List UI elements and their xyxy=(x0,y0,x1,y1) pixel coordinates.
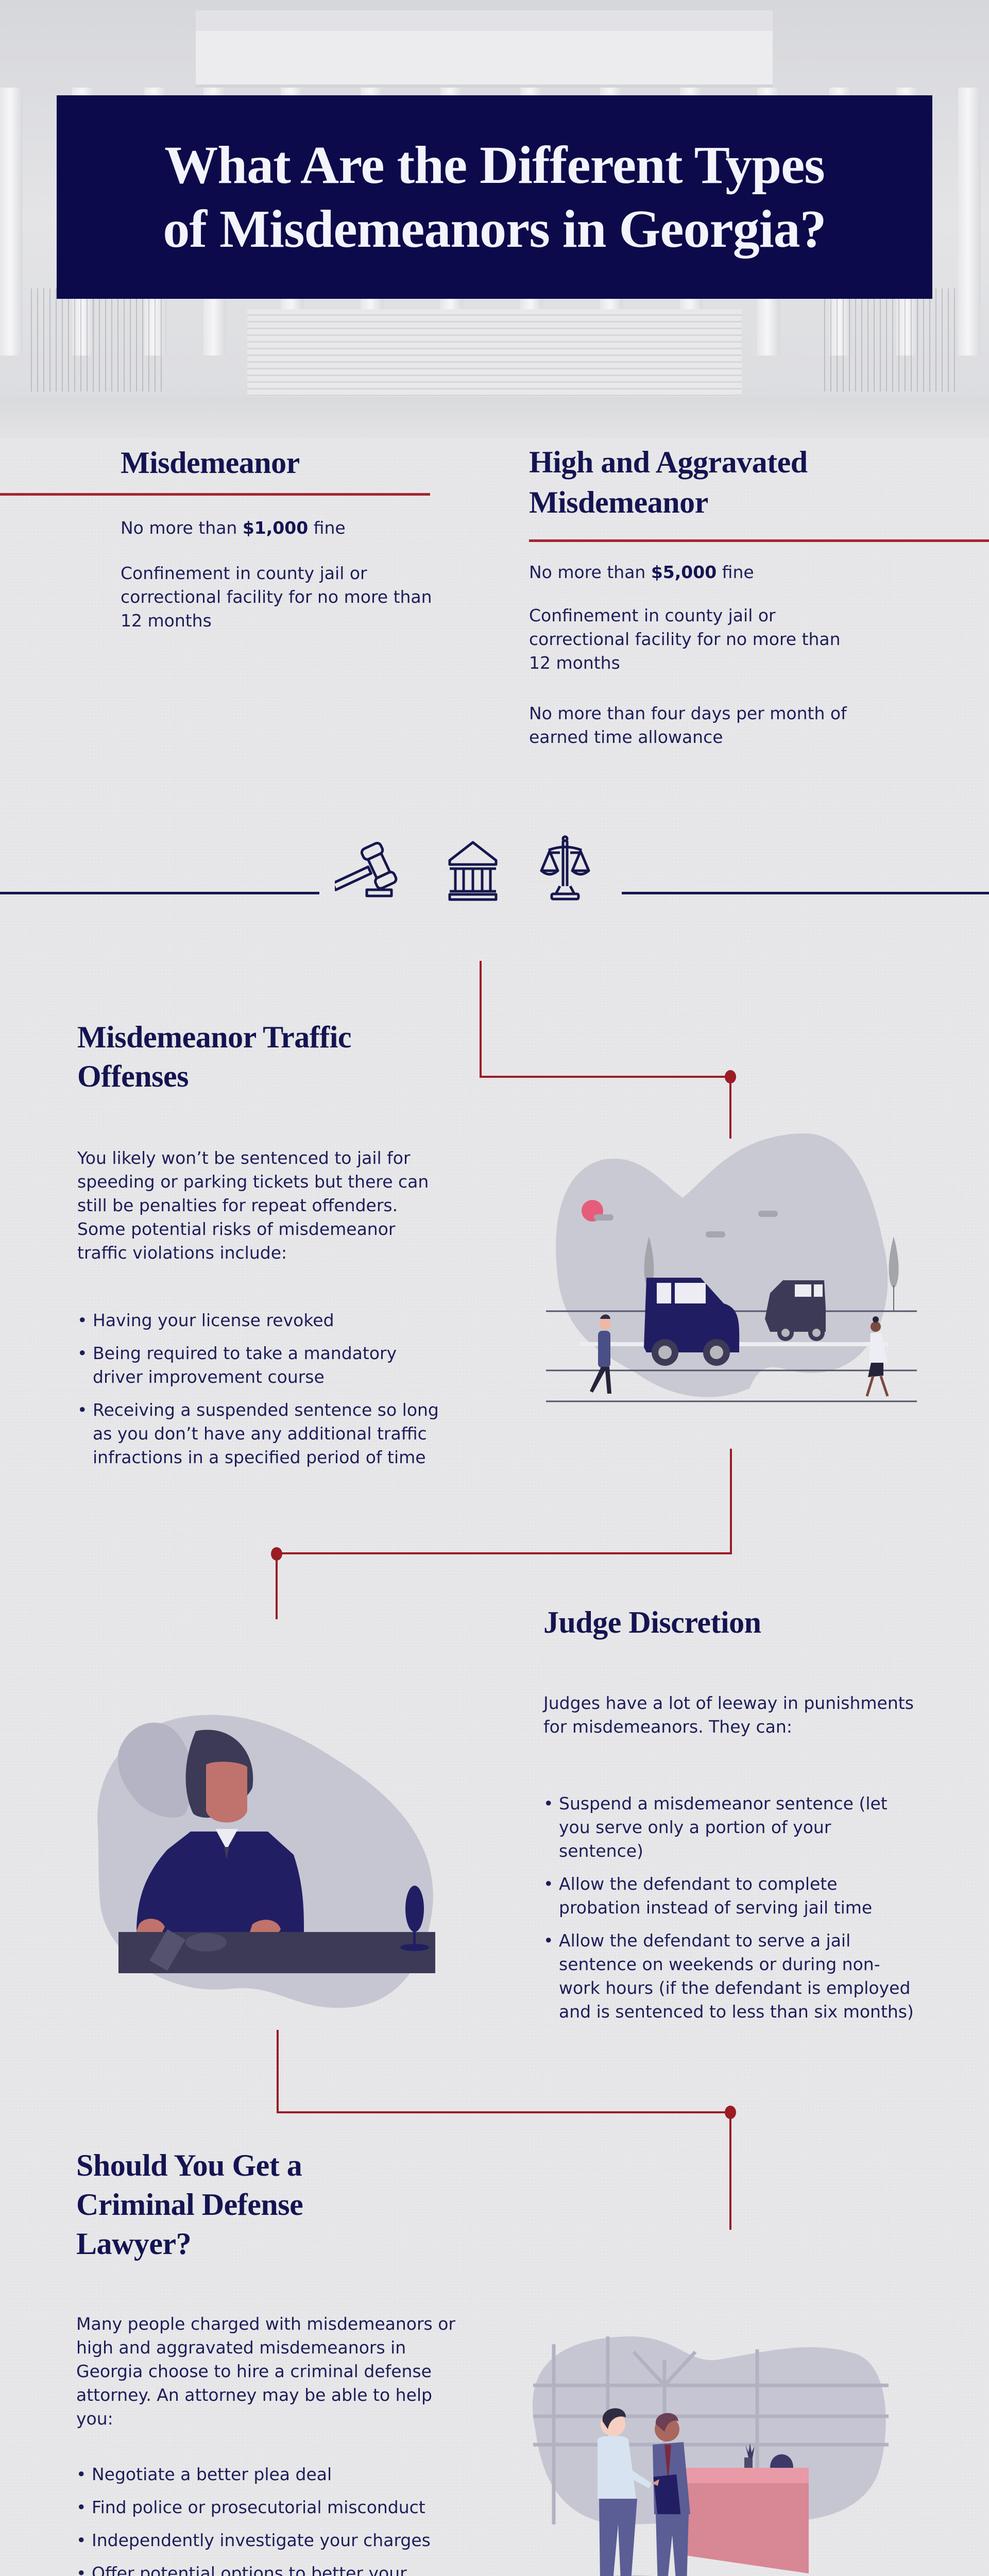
icon-row-divider-left xyxy=(0,892,319,894)
judge-options-list: Suspend a misdemeanor sentence (let you … xyxy=(543,1792,914,2033)
high-aggravated-confinement: Confinement in county jail or correction… xyxy=(529,605,841,673)
list-item: Allow the defendant to serve a jail sent… xyxy=(543,1929,914,2024)
handshake-illustration xyxy=(532,2336,889,2576)
list-item: Having your license revoked xyxy=(77,1309,448,1332)
fine-amount: $1,000 xyxy=(242,518,309,538)
judge-intro: Judges have a lot of leeway in punishmen… xyxy=(543,1693,914,1737)
connector-line xyxy=(276,1558,278,1619)
judge-heading: Judge Discretion xyxy=(543,1605,761,1639)
high-aggravated-divider xyxy=(529,539,989,542)
connector-dot xyxy=(725,2106,736,2119)
connector-line xyxy=(729,2117,731,2230)
fine-amount: $5,000 xyxy=(651,562,717,582)
heading-line-1: Misdemeanor Traffic xyxy=(77,1020,352,1054)
heading-line-1: High and Aggravated xyxy=(529,445,808,479)
lawyer-benefits-list: Negotiate a better plea deal Find police… xyxy=(76,2463,457,2576)
connector-line xyxy=(277,2030,279,2113)
heading-line-2: Criminal Defense xyxy=(76,2188,303,2222)
high-aggravated-earned-time: No more than four days per month of earn… xyxy=(529,703,847,747)
misdemeanor-confinement: Confinement in county jail or correction… xyxy=(121,563,432,631)
heading-line-3: Lawyer? xyxy=(76,2227,192,2261)
page-title: What Are the Different Types of Misdemea… xyxy=(163,133,826,261)
list-item: Suspend a misdemeanor sentence (let you … xyxy=(543,1792,914,1863)
traffic-intro: You likely won’t be sentenced to jail fo… xyxy=(77,1148,429,1263)
list-item: Being required to take a mandatory drive… xyxy=(77,1342,448,1389)
lawyer-heading: Should You Get a Criminal Defense Lawyer… xyxy=(76,2146,303,2263)
connector-dot xyxy=(725,1070,736,1083)
traffic-risks-list: Having your license revoked Being requir… xyxy=(77,1309,448,1479)
heading-line-2: Misdemeanor xyxy=(529,485,708,519)
connector-line xyxy=(277,2111,732,2113)
hero-fade xyxy=(0,397,989,438)
heading-line-1: Should You Get a xyxy=(76,2148,302,2182)
heading-line-2: Offenses xyxy=(77,1059,189,1093)
misdemeanor-divider xyxy=(0,493,430,496)
judge-illustration xyxy=(97,1715,435,2008)
fine-prefix: No more than xyxy=(529,562,651,582)
lawyer-intro: Many people charged with misdemeanors or… xyxy=(76,2314,455,2429)
fine-suffix: fine xyxy=(717,562,754,582)
title-line-1: What Are the Different Types xyxy=(164,135,825,195)
title-line-2: of Misdemeanors in Georgia? xyxy=(163,199,826,259)
connector-dot xyxy=(271,1547,282,1561)
connector-line xyxy=(276,1552,732,1554)
high-aggravated-heading: High and Aggravated Misdemeanor xyxy=(529,442,808,522)
list-item: Allow the defendant to complete probatio… xyxy=(543,1872,914,1920)
misdemeanor-fine: No more than $1,000 fine xyxy=(121,516,440,540)
connector-line xyxy=(480,1076,732,1078)
traffic-illustration xyxy=(546,1133,917,1402)
traffic-heading: Misdemeanor Traffic Offenses xyxy=(77,1018,352,1096)
list-item: Receiving a suspended sentence so long a… xyxy=(77,1398,448,1469)
high-aggravated-fine: No more than $5,000 fine xyxy=(529,561,848,584)
connector-line xyxy=(729,1082,731,1139)
list-item: Find police or prosecutorial misconduct xyxy=(76,2496,457,2519)
misdemeanor-heading: Misdemeanor xyxy=(121,446,300,480)
fine-prefix: No more than xyxy=(121,518,243,538)
scales-of-justice-icon xyxy=(540,835,590,901)
connector-line xyxy=(480,961,482,1078)
icon-row-divider-right xyxy=(622,892,989,894)
courthouse-icon xyxy=(448,841,498,901)
gavel-icon xyxy=(335,842,398,897)
list-item: Independently investigate your charges xyxy=(76,2529,457,2552)
list-item: Offer potential options to better your n… xyxy=(76,2562,457,2576)
fine-suffix: fine xyxy=(308,518,346,538)
title-banner: What Are the Different Types of Misdemea… xyxy=(57,95,932,299)
list-item: Negotiate a better plea deal xyxy=(76,2463,457,2486)
connector-line xyxy=(730,1449,732,1554)
